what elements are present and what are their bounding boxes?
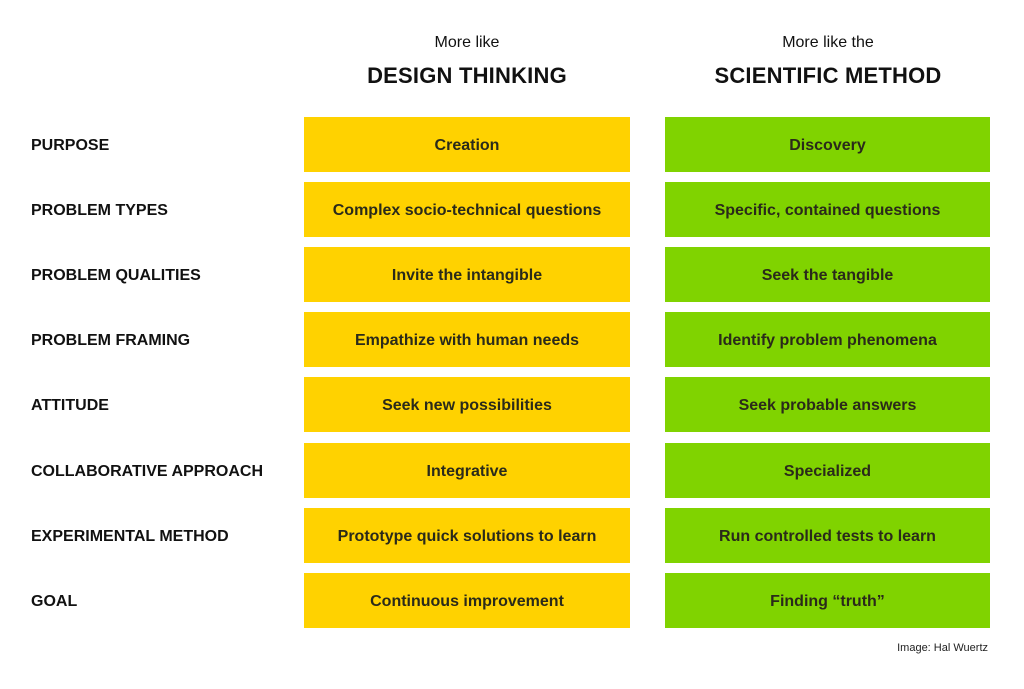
row-label: PROBLEM TYPES [31,202,168,220]
scientific-method-cell: Specific, contained questions [665,182,990,238]
column-subtitle: More like the [782,34,874,51]
row-label: COLLABORATIVE APPROACH [31,462,263,480]
scientific-method-cell: Seek the tangible [665,247,990,303]
column-title: DESIGN THINKING [367,63,567,88]
table-row: PROBLEM TYPES Complex socio-technical que… [0,182,1024,238]
design-thinking-cell: Seek new possibilities [304,377,630,433]
table-row: ATTITUDE Seek new possibilities Seek proba… [0,377,1024,433]
scientific-method-cell: Identify problem phenomena [665,312,990,368]
row-label: GOAL [31,592,78,610]
row-label: EXPERIMENTAL METHOD [31,527,229,545]
column-subtitle: More like [434,34,500,51]
table-row: GOAL Continuous improvement Finding “truth… [0,572,1024,628]
scientific-method-cell: Finding “truth” [665,572,990,628]
design-thinking-cell: Creation [304,117,630,172]
table-row: COLLABORATIVE APPROACH Integrative Special… [0,442,1024,498]
row-label: PURPOSE [31,137,110,154]
table-row: PROBLEM FRAMING Empathize with human need… [0,312,1024,368]
scientific-method-cell: Discovery [665,117,990,172]
column-title: SCIENTIFIC METHOD [714,63,942,88]
image-credit: Image: Hal Wuertz [897,642,988,654]
design-thinking-cell: Invite the intangible [304,247,630,303]
design-thinking-cell: Empathize with human needs [304,312,630,368]
table-row: PROBLEM QUALITIES Invite the intangible Se… [0,247,1024,303]
scientific-method-cell: Run controlled tests to learn [665,507,990,563]
row-label: PROBLEM QUALITIES [31,267,201,285]
row-label: ATTITUDE [31,397,109,415]
scientific-method-cell: Seek probable answers [665,377,990,433]
design-thinking-cell: Complex socio-technical questions [304,182,630,238]
scientific-method-cell: Specialized [665,442,990,498]
design-thinking-cell: Continuous improvement [304,572,630,628]
table-row: PURPOSE Creation Discovery [0,117,1024,172]
design-thinking-cell: Integrative [304,442,630,498]
design-thinking-cell: Prototype quick solutions to learn [304,507,630,563]
row-label: PROBLEM FRAMING [31,332,191,350]
table-row: EXPERIMENTAL METHOD Prototype quick solut… [0,507,1024,563]
